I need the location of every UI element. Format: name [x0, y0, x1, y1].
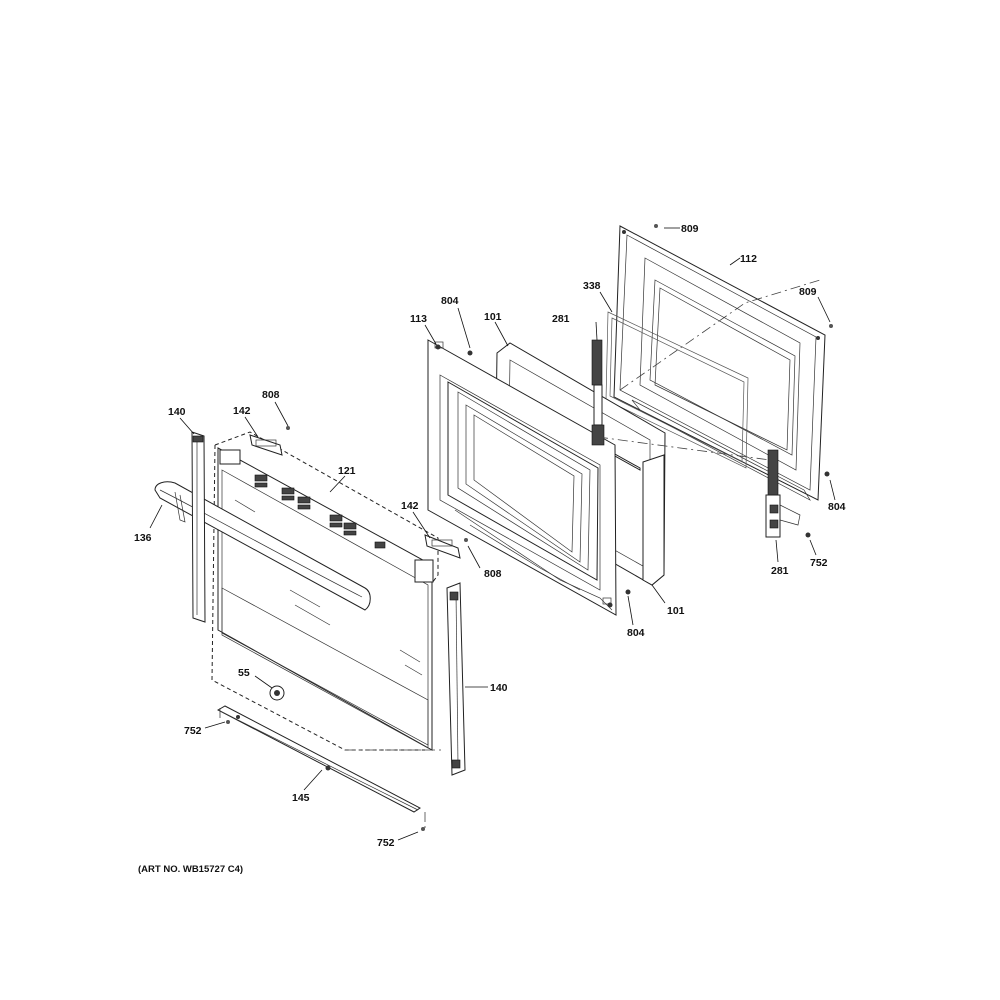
callout-113: 113: [410, 313, 427, 325]
callout-338: 338: [583, 280, 601, 292]
callout-140-right: 140: [490, 682, 508, 694]
bottom-trim-145: [216, 705, 421, 813]
callout-808-left: 808: [262, 389, 280, 401]
callout-101-bottom: 101: [667, 605, 685, 617]
hinge-281-bottom: [765, 449, 801, 538]
callout-55: 55: [238, 667, 250, 679]
callout-101-top: 101: [484, 311, 502, 323]
callout-140-left: 140: [168, 406, 186, 418]
hinge-281-top: [591, 339, 605, 446]
bracket-142-mid: [424, 534, 461, 559]
callout-labels: 809 112 809 338 804 113 101 281 808 140 …: [134, 223, 846, 849]
callout-142-left: 142: [233, 405, 251, 417]
callout-752-bottom: 752: [377, 837, 395, 849]
callout-145: 145: [292, 792, 310, 804]
side-trim-140-left: [191, 431, 206, 623]
callout-281-bottom: 281: [771, 565, 789, 577]
callout-809-right: 809: [799, 286, 817, 298]
assembly-lines: [219, 279, 821, 830]
outer-door-glass-121: [211, 431, 439, 751]
bumper-55: [269, 685, 285, 701]
callout-804-top: 804: [441, 295, 459, 307]
callout-136: 136: [134, 532, 152, 544]
door-frame-113: [427, 339, 617, 616]
glass-panel-338: [605, 311, 749, 469]
callout-809-top: 809: [681, 223, 699, 235]
leader-lines: [149, 227, 836, 841]
inner-door-panel-112: [613, 225, 826, 501]
callout-281-top: 281: [552, 313, 570, 325]
door-handle-136: [154, 481, 371, 611]
callout-121: 121: [338, 465, 356, 477]
screws: [226, 224, 833, 831]
callout-142-mid: 142: [401, 500, 419, 512]
bracket-142-left: [249, 434, 283, 456]
art-number: (ART NO. WB15727 C4): [138, 864, 243, 875]
callout-112: 112: [740, 253, 757, 265]
callout-752-left: 752: [184, 725, 202, 737]
callout-808-mid: 808: [484, 568, 502, 580]
side-trim-140-right: [446, 582, 466, 776]
callout-752-right: 752: [810, 557, 828, 569]
callout-804-right: 804: [828, 501, 846, 513]
callout-804-bottom: 804: [627, 627, 645, 639]
